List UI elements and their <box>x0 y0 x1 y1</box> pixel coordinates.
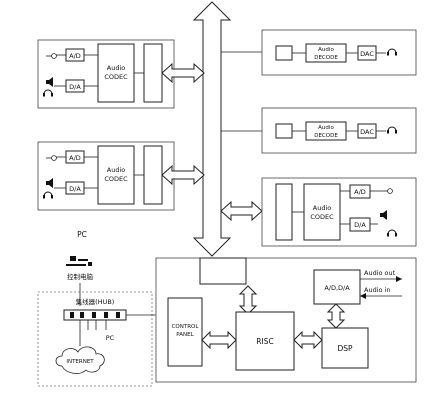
audio-codec-box <box>303 183 341 241</box>
decoder-interface-box <box>275 123 293 139</box>
interface-box <box>143 145 163 205</box>
ad-label: A/D <box>354 188 366 196</box>
adda-to-dsp-arrow <box>326 303 346 329</box>
decoder-interface-box <box>275 45 293 61</box>
hub-pc-label: PC <box>106 334 115 342</box>
adda-label: A/D,D/A <box>324 284 350 292</box>
control-panel-line2: PANEL <box>176 332 194 338</box>
lan-boundary <box>37 291 153 387</box>
audio-in-label: Audio in <box>364 286 390 294</box>
decoder-unit-1: Audio DECODE DAC <box>221 29 417 76</box>
risc-box <box>235 311 295 371</box>
decode-label-line1: Audio <box>318 125 334 131</box>
ad-label: A/D <box>69 52 81 60</box>
hub-label: 集线器(HUB) <box>76 297 115 306</box>
risc-label: RISC <box>256 337 273 346</box>
dsp-label: DSP <box>337 344 353 353</box>
computer-icon <box>66 256 92 266</box>
ad-label: A/D <box>69 154 81 162</box>
codec-label-line2: CODEC <box>104 175 128 183</box>
interface-box <box>143 43 163 103</box>
da-label: D/A <box>69 185 81 193</box>
codec-label-line1: Audio <box>107 64 125 72</box>
da-label: D/A <box>69 83 81 91</box>
codec-label-line2: CODEC <box>104 73 128 81</box>
decode-label-line1: Audio <box>318 47 334 53</box>
pc-unit-2: A/D D/A Audio CODEC <box>37 141 205 211</box>
dac-label: DAC <box>360 50 374 58</box>
control-panel-line1: CONTROL <box>172 324 200 330</box>
internet-label: INTERNET <box>66 359 94 365</box>
audio-codec-box <box>97 145 135 205</box>
decode-label-line2: DECODE <box>314 55 338 61</box>
codec-label-line1: Audio <box>313 204 331 212</box>
audio-out-label: Audio out <box>364 269 396 277</box>
ad-converter-box <box>349 184 371 199</box>
dac-label: DAC <box>360 128 374 136</box>
right-codec-unit: Audio CODEC A/D D/A <box>220 177 417 247</box>
da-converter-box <box>349 217 371 232</box>
control-pc-label: 控制电脑 <box>67 272 94 281</box>
dsp-box <box>321 327 369 369</box>
pc-label: PC <box>77 230 87 239</box>
pc-unit-1: A/D D/A Audio CODEC <box>37 39 205 109</box>
decode-label-line2: DECODE <box>314 133 338 139</box>
central-controller: CONTROL PANEL RISC DSP A/D,D/A Audio out… <box>155 257 417 383</box>
bus-link-arrow <box>161 164 205 186</box>
decoder-unit-2: Audio DECODE DAC <box>221 107 417 154</box>
adda-box <box>313 269 361 305</box>
hub-box <box>63 309 127 321</box>
audio-codec-box <box>97 43 135 103</box>
codec-label-line1: Audio <box>107 166 125 174</box>
main-bus-arrow <box>192 1 232 257</box>
cloud-icon <box>55 346 105 374</box>
interface-box <box>275 183 293 241</box>
bus-interface-box <box>199 257 247 285</box>
codec-label-line2: CODEC <box>310 213 334 221</box>
bus-link-arrow <box>220 200 263 222</box>
da-label: D/A <box>354 221 366 229</box>
network-section: PC 控制电脑 集线器(HUB) PC INTERNET <box>37 230 156 387</box>
control-panel-box <box>167 297 203 367</box>
bus-link-arrow <box>161 62 205 84</box>
